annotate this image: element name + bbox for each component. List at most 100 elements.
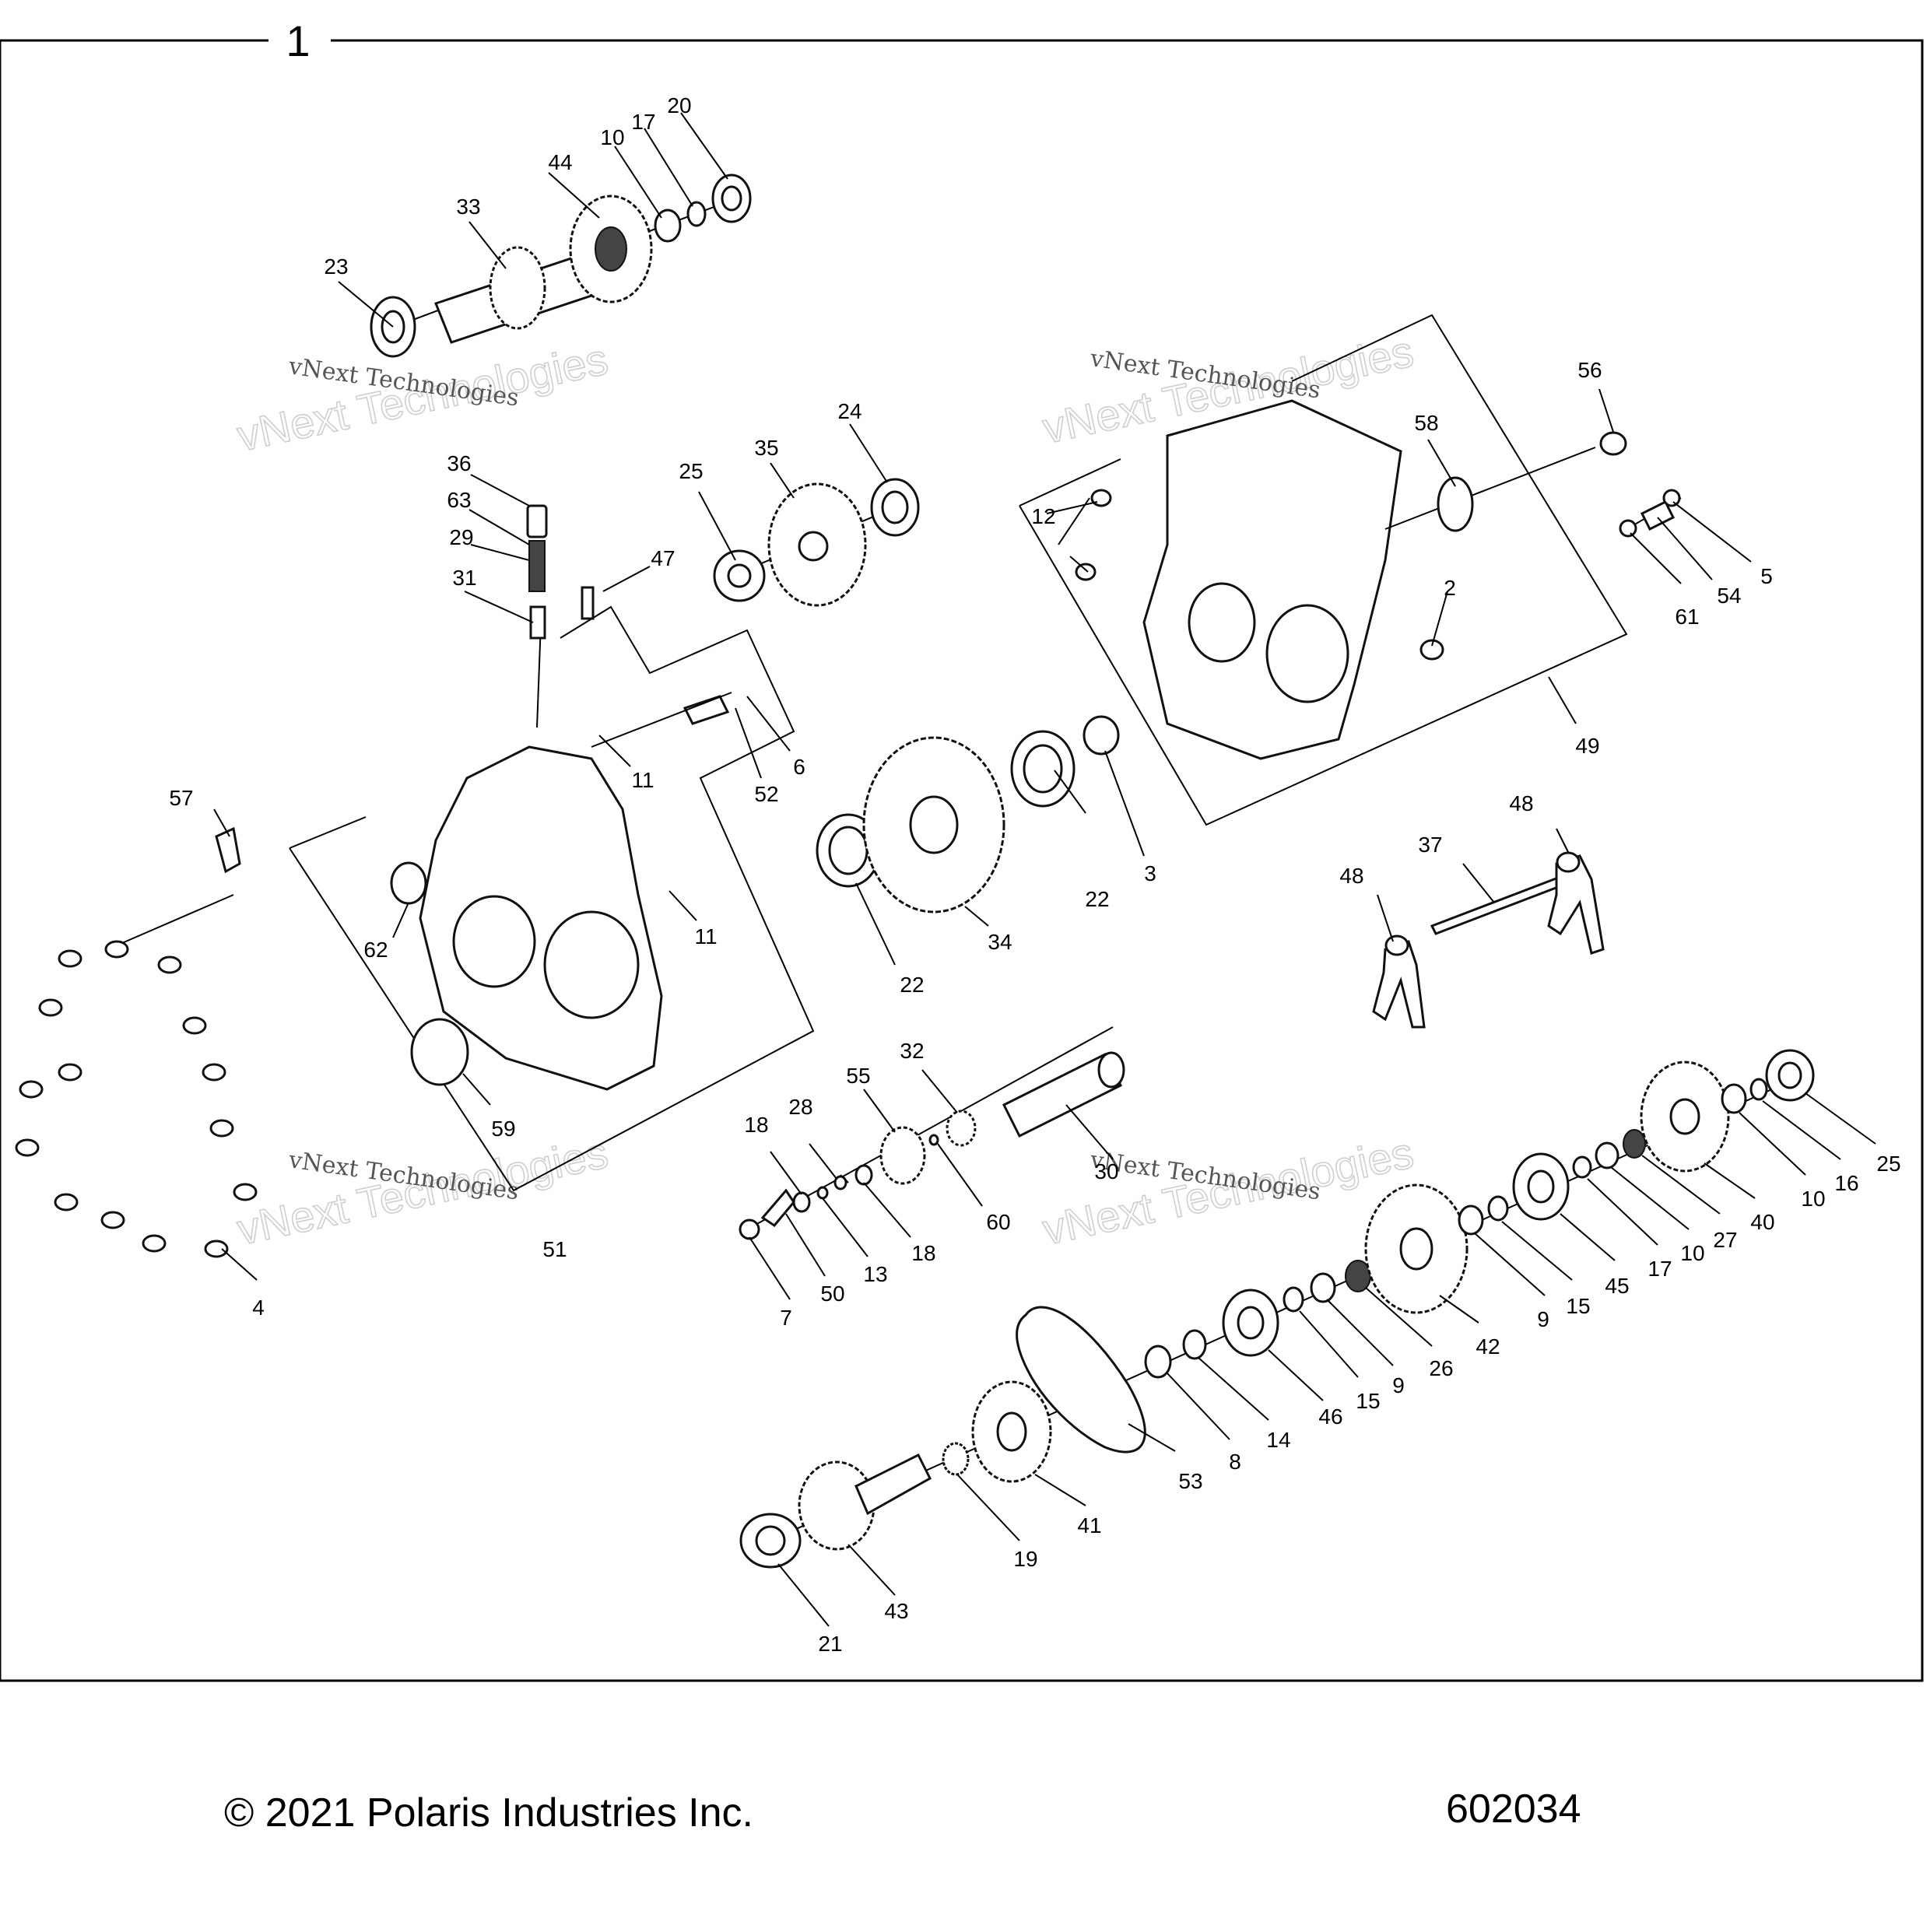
- washer-18: [792, 1191, 811, 1213]
- ring-3: [1083, 715, 1120, 756]
- callout-18: 18: [911, 1241, 935, 1265]
- clip-60: [928, 1134, 939, 1146]
- callout-17: 17: [631, 110, 655, 134]
- plug-2: [1419, 639, 1444, 661]
- bracket-57: [215, 826, 241, 874]
- callout-31: 31: [452, 566, 476, 590]
- callout-36: 36: [447, 451, 471, 475]
- callout-62: 62: [363, 938, 388, 962]
- callout-10: 10: [1801, 1187, 1825, 1211]
- clip-15: [1487, 1195, 1509, 1222]
- callout-40: 40: [1750, 1210, 1774, 1234]
- callout-12: 12: [1031, 504, 1055, 528]
- callout-35: 35: [754, 436, 778, 460]
- o-ring-61: [1619, 519, 1637, 538]
- shaft-37: [1430, 874, 1570, 935]
- callout-28: 28: [788, 1095, 812, 1119]
- bolt-5: [1662, 489, 1681, 507]
- callout-53: 53: [1178, 1469, 1202, 1493]
- callout-8: 8: [1229, 1450, 1241, 1474]
- callout-58: 58: [1414, 411, 1438, 435]
- seal-62: [390, 861, 427, 905]
- callout-27: 27: [1713, 1228, 1737, 1252]
- callout-60: 60: [986, 1210, 1010, 1234]
- pin-47: [581, 586, 595, 620]
- drum-30: [1002, 1052, 1123, 1138]
- fork-48: [1372, 940, 1426, 1029]
- callout-15: 15: [1356, 1389, 1380, 1413]
- gear-33: [489, 246, 546, 330]
- callout-57: 57: [169, 786, 193, 810]
- clip-15: [1283, 1286, 1304, 1313]
- bracket-52: [683, 695, 730, 725]
- gear-43: [798, 1460, 876, 1551]
- bolts-4: [15, 940, 258, 1258]
- washer-9: [1310, 1272, 1336, 1303]
- shift-drum-assembly: [739, 1026, 1125, 1240]
- callout-25: 25: [1876, 1152, 1900, 1176]
- frame-number: 1: [286, 16, 310, 65]
- callout-59: 59: [491, 1117, 515, 1141]
- callout-11: 11: [694, 924, 717, 948]
- bearing-26: [1345, 1260, 1371, 1292]
- callout-55: 55: [846, 1064, 870, 1088]
- callout-52: 52: [754, 782, 778, 806]
- callout-18: 18: [744, 1113, 768, 1137]
- chain-53: [1016, 1306, 1146, 1453]
- gear-34-assembly: [816, 715, 1120, 913]
- gear-55: [879, 1126, 926, 1185]
- pin-31: [529, 605, 546, 640]
- shift-shaft-assembly: [1372, 851, 1605, 1029]
- callout-4: 4: [252, 1296, 265, 1320]
- bearing-19: [942, 1442, 970, 1476]
- callout-47: 47: [651, 546, 675, 570]
- washer-10: [1595, 1141, 1619, 1169]
- callout-42: 42: [1476, 1334, 1500, 1359]
- bearing-27: [1623, 1129, 1646, 1159]
- callout-49: 49: [1575, 734, 1599, 758]
- plug-56: [1599, 431, 1627, 456]
- callout-44: 44: [548, 150, 572, 174]
- gear-32: [946, 1110, 977, 1147]
- housing-right: [1142, 399, 1402, 760]
- callout-3: 3: [1144, 861, 1156, 885]
- callout-11: 11: [631, 768, 654, 792]
- callout-30: 30: [1094, 1159, 1118, 1183]
- callout-54: 54: [1717, 584, 1741, 608]
- copyright-text: © 2021 Polaris Industries Inc.: [224, 1790, 753, 1836]
- callout-15: 15: [1566, 1294, 1590, 1318]
- callout-37: 37: [1418, 833, 1442, 857]
- callout-5: 5: [1760, 564, 1773, 588]
- callout-48: 48: [1339, 864, 1363, 888]
- callout-labels: 23 33 44 10 17 20 25 35 24 36 63 29 31 4…: [169, 93, 1900, 1656]
- sensor-54: [1640, 500, 1676, 531]
- callout-41: 41: [1077, 1513, 1101, 1538]
- callout-13: 13: [863, 1262, 887, 1286]
- callout-9: 9: [1392, 1373, 1405, 1397]
- callout-51: 51: [542, 1237, 567, 1261]
- callout-34: 34: [988, 930, 1012, 954]
- shaft-43: [854, 1453, 932, 1516]
- callout-25: 25: [679, 459, 703, 483]
- output-shaft-assembly: [739, 1049, 1815, 1569]
- callout-32: 32: [900, 1039, 924, 1063]
- washer-10: [1721, 1083, 1747, 1114]
- washer-8: [1144, 1345, 1172, 1379]
- clip-16: [1749, 1078, 1768, 1101]
- right-housing-49: [1019, 314, 1628, 826]
- callout-48: 48: [1509, 791, 1533, 815]
- input-shaft-assembly: [370, 174, 752, 358]
- fork-48: [1547, 854, 1605, 955]
- callout-10: 10: [600, 125, 624, 149]
- callout-29: 29: [449, 525, 473, 549]
- seal-58: [1437, 476, 1474, 532]
- ring-14: [1182, 1329, 1207, 1360]
- dowel-12: [1090, 489, 1112, 507]
- cap-36: [526, 504, 548, 538]
- callout-7: 7: [780, 1306, 792, 1330]
- callout-46: 46: [1318, 1404, 1342, 1429]
- callout-23: 23: [324, 254, 348, 279]
- callout-6: 6: [793, 755, 805, 779]
- ring-17: [1572, 1155, 1592, 1179]
